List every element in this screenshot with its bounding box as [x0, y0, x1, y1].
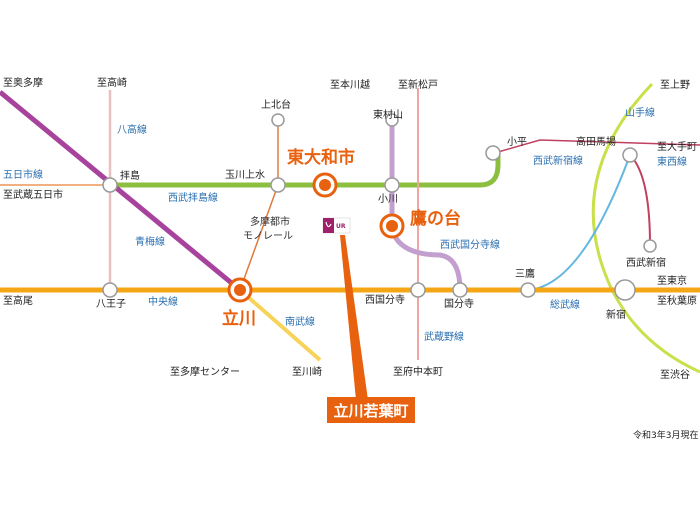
station-tamagawajosui[interactable] — [270, 177, 286, 193]
label-hachiko-line: 八高線 — [117, 123, 147, 136]
station-mitaka[interactable] — [520, 282, 536, 298]
station-haijima[interactable] — [102, 177, 118, 193]
station-ogawa[interactable] — [384, 177, 400, 193]
label-shinjuku: 新宿 — [606, 308, 626, 321]
seibu-haijima-line — [110, 152, 501, 188]
callout-pointer — [340, 235, 368, 400]
label-hachioji: 八王子 — [96, 298, 126, 310]
station-kokubunji[interactable] — [452, 282, 468, 298]
dest-okutama: 至奥多摩 — [3, 76, 43, 89]
sobu-line — [524, 154, 631, 291]
dest-otemachi: 至大手町 — [657, 140, 697, 153]
ur-logo: UR — [322, 217, 351, 234]
label-tamagawajosui: 玉川上水 — [225, 169, 265, 181]
svg-text:UR: UR — [336, 223, 346, 230]
callout-box — [327, 397, 415, 423]
monorail-line-south — [239, 184, 279, 291]
label-kamikitadai: 上北台 — [261, 98, 291, 111]
station-kamikitadai[interactable] — [271, 113, 285, 127]
label-ome-line: 青梅線 — [135, 235, 165, 248]
seibu-shinjuku-line — [497, 139, 700, 153]
nambu-line — [238, 288, 322, 362]
dest-shinmatsudo: 至新松戸 — [398, 78, 438, 91]
dest-tamacenter: 至多摩センター — [170, 365, 240, 378]
label-musashino-line: 武蔵野線 — [424, 330, 464, 343]
station-shinjuku[interactable] — [614, 279, 636, 301]
label-takanodai: 鷹の台 — [410, 208, 461, 229]
seibu-kokubunji-line — [389, 118, 463, 291]
label-monorail-line-1: 多摩都市 — [250, 215, 290, 228]
label-ogawa: 小川 — [378, 193, 398, 205]
dest-takasaki: 至高崎 — [97, 76, 127, 89]
station-higashimurayama[interactable] — [385, 113, 399, 127]
label-takadanobaba: 高田馬場 — [576, 135, 616, 148]
dest-honkawagoe: 至本川越 — [330, 78, 370, 91]
station-hachioji[interactable] — [102, 282, 118, 298]
yamanote-line — [591, 82, 700, 374]
date-note: 令和3年3月現在 — [633, 429, 698, 441]
station-nishikokubunji[interactable] — [410, 282, 426, 298]
callout-label: 立川若葉町 — [333, 402, 408, 420]
dest-fuchuhonmachi: 至府中本町 — [393, 365, 443, 378]
seibu-shinjuku-branch — [629, 154, 651, 246]
dest-kawasaki: 至川崎 — [292, 365, 322, 378]
dest-tokyo: 至東京 — [657, 274, 687, 287]
ome-line — [0, 90, 242, 292]
label-seibu-haijima-line: 西武拝島線 — [168, 191, 218, 204]
station-seibushinjuku[interactable] — [643, 239, 657, 253]
dest-takao: 至高尾 — [3, 294, 33, 307]
dest-ueno: 至上野 — [660, 79, 690, 91]
label-tozai-line: 東西線 — [657, 155, 687, 168]
label-seibu-shinjuku-line: 西武新宿線 — [533, 154, 583, 167]
dest-akihabara: 至秋葉原 — [657, 294, 697, 307]
label-nambu-line: 南武線 — [285, 315, 315, 328]
dest-shibuya: 至渋谷 — [660, 368, 690, 381]
label-monorail-line-2: モノレール — [243, 231, 293, 242]
station-kodaira[interactable] — [485, 145, 501, 161]
label-tachikawa: 立川 — [222, 308, 256, 329]
label-nishikokubunji: 西国分寺 — [365, 294, 405, 306]
label-seibu-kokubunji-line: 西武国分寺線 — [440, 238, 500, 251]
label-kodaira: 小平 — [507, 136, 527, 148]
label-mitaka: 三鷹 — [515, 267, 535, 280]
label-higashimurayama: 東村山 — [373, 108, 403, 121]
label-kokubunji: 国分寺 — [444, 298, 474, 310]
label-chuo-line: 中央線 — [148, 295, 178, 308]
label-seibushinjuku: 西武新宿 — [626, 256, 666, 269]
label-haijima: 拝島 — [120, 169, 140, 182]
station-takadanobaba[interactable] — [622, 147, 638, 163]
dest-musashiitsukaichi: 至武蔵五日市 — [3, 188, 63, 201]
label-itsukaichi-line: 五日市線 — [3, 168, 43, 181]
label-higashiyamato: 東大和市 — [287, 147, 355, 168]
label-yamanote-line: 山手線 — [625, 106, 655, 119]
label-sobu-line: 総武線 — [550, 298, 580, 311]
